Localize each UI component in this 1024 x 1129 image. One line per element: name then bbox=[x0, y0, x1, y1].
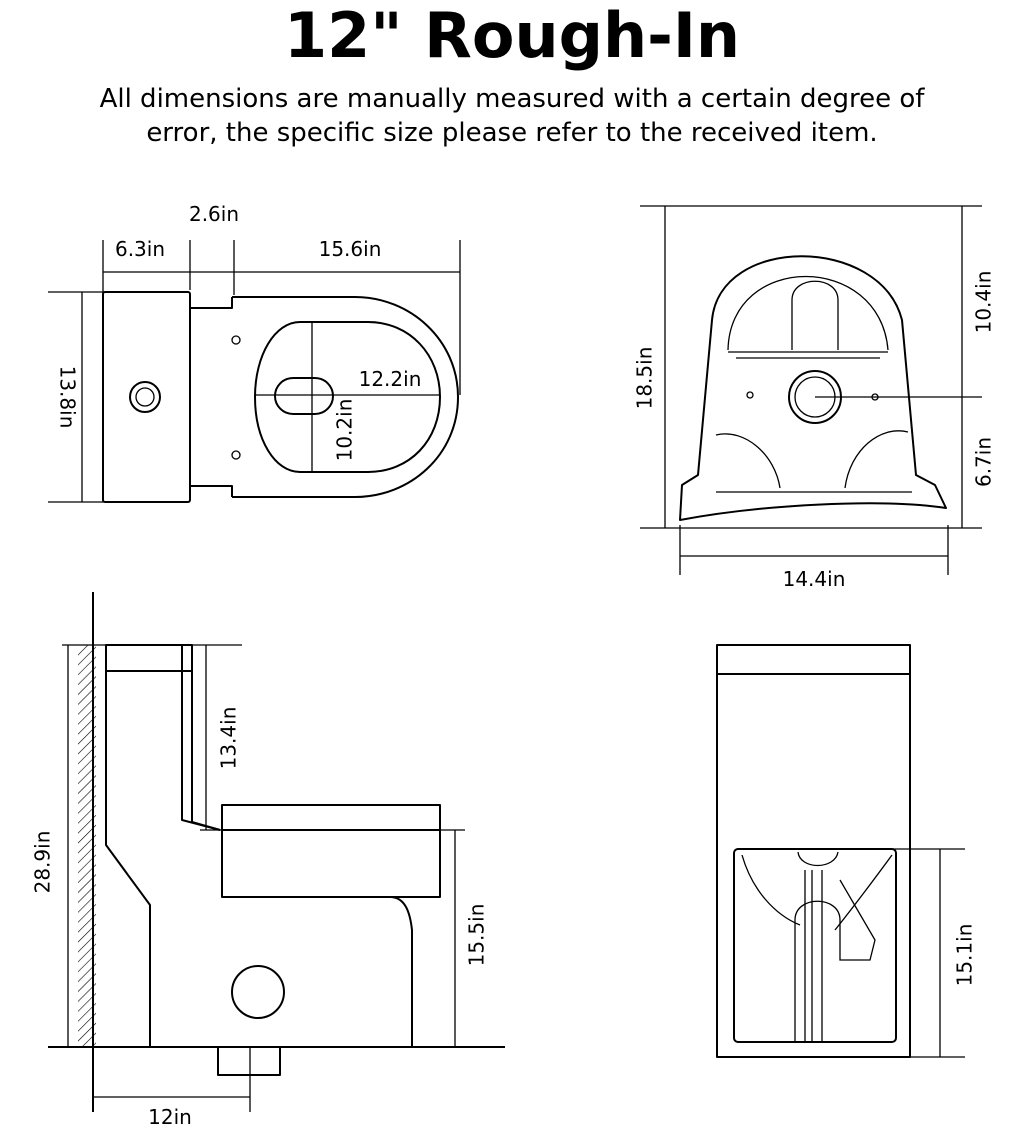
front-view: 15.1in bbox=[716, 644, 977, 1058]
front-view-dimensions: 15.1in bbox=[855, 848, 977, 1058]
rear-total-height-label: 18.5in bbox=[633, 347, 657, 410]
tank-lid bbox=[105, 644, 193, 672]
side-view-outline bbox=[105, 644, 441, 1076]
side-view: 28.9in 13.4in 15.5in 12in bbox=[31, 592, 505, 1129]
hinge-bolt-bottom bbox=[231, 450, 241, 460]
rear-view-outline bbox=[679, 255, 947, 521]
rear-tank-slot bbox=[791, 280, 839, 350]
side-tank-height-label: 13.4in bbox=[217, 707, 241, 770]
rear-bolt-left bbox=[746, 391, 754, 399]
hinge-connector-bottom bbox=[190, 485, 233, 497]
side-seat-height-label: 15.5in bbox=[465, 904, 489, 967]
top-view: 6.3in 2.6in 15.6in 12.2in 13.8in 10.2in bbox=[48, 202, 461, 503]
drain-flange bbox=[217, 1046, 281, 1076]
rear-body-outline bbox=[679, 255, 947, 521]
side-total-height-label: 28.9in bbox=[31, 831, 55, 894]
top-view-dimensions: 6.3in 2.6in 15.6in 12.2in 13.8in 10.2in bbox=[48, 202, 461, 503]
seat-width-label: 10.2in bbox=[333, 399, 357, 462]
bowl-profile bbox=[221, 830, 413, 1047]
side-bolt-cap bbox=[231, 965, 285, 1019]
side-tank-inner bbox=[181, 645, 221, 831]
gap-label: 2.6in bbox=[189, 202, 239, 226]
front-trapway-lines bbox=[804, 870, 823, 1042]
disclaimer-line-2: error, the specific size please refer to… bbox=[146, 118, 878, 148]
rear-view-dimensions: 18.5in 10.4in 6.7in 14.4in bbox=[633, 205, 996, 591]
seat-opening bbox=[254, 321, 441, 473]
bowl-rim-front bbox=[390, 830, 441, 898]
rear-view: 18.5in 10.4in 6.7in 14.4in bbox=[633, 205, 996, 591]
flush-button bbox=[129, 381, 161, 413]
side-view-dimensions: 28.9in 13.4in 15.5in 12in bbox=[31, 644, 489, 1129]
drain-opening bbox=[274, 377, 334, 415]
rear-lower-height-label: 6.7in bbox=[972, 437, 996, 487]
rear-left-curve bbox=[715, 433, 781, 489]
hinge-bolt-top bbox=[231, 335, 241, 345]
bowl-outline bbox=[232, 296, 459, 498]
seat-lid bbox=[221, 804, 441, 831]
front-top-cap bbox=[797, 851, 839, 866]
side-back-profile bbox=[105, 671, 151, 1047]
front-body-outline bbox=[716, 644, 911, 1058]
wall-hatch bbox=[78, 645, 96, 1047]
seat-length-label: 12.2in bbox=[359, 367, 422, 391]
top-view-outline bbox=[102, 291, 459, 503]
rear-upper-height-label: 10.4in bbox=[972, 271, 996, 334]
disclaimer-line-1: All dimensions are manually measured wit… bbox=[99, 84, 925, 114]
front-view-outline bbox=[716, 644, 911, 1058]
tank-width-label: 13.8in bbox=[56, 366, 80, 429]
tank-depth-label: 6.3in bbox=[115, 237, 165, 261]
front-trapway-bend bbox=[794, 879, 876, 961]
hinge-connector-top bbox=[190, 297, 233, 309]
disclaimer-text: All dimensions are manually measured wit… bbox=[0, 82, 1024, 150]
front-bowl-window bbox=[733, 848, 897, 1043]
front-left-curve bbox=[741, 854, 801, 926]
front-right-curve bbox=[834, 854, 893, 931]
rear-right-curve bbox=[844, 430, 909, 489]
rear-base-width-label: 14.4in bbox=[783, 567, 846, 591]
bowl-length-label: 15.6in bbox=[319, 237, 382, 261]
page-title: 12" Rough-In bbox=[283, 0, 741, 72]
tank-outline bbox=[102, 291, 191, 503]
flush-button-inner bbox=[135, 387, 155, 407]
rough-in-label: 12in bbox=[148, 1105, 192, 1129]
rear-inner-arch bbox=[727, 276, 889, 351]
front-trap-height-label: 15.1in bbox=[953, 924, 977, 987]
